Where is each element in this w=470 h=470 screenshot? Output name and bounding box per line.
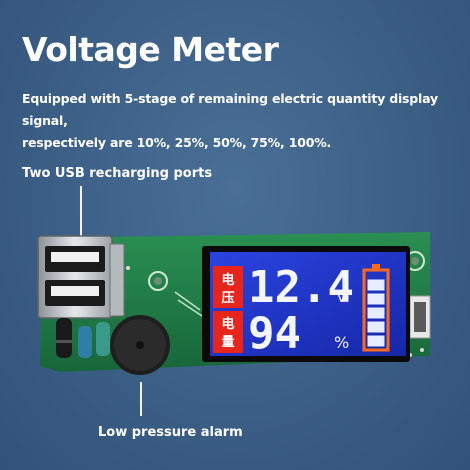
quantity-label-box	[213, 311, 243, 353]
quantity-readout: 94	[248, 308, 301, 359]
voltage-readout: 12.4	[248, 262, 354, 313]
usb-callout-line	[80, 186, 82, 236]
quantity-label-bottom: 量	[221, 335, 234, 350]
feature-description: Equipped with 5-stage of remaining elect…	[22, 88, 462, 154]
battery-bar	[367, 279, 385, 291]
battery-icon	[362, 264, 390, 352]
capacitors	[56, 318, 110, 358]
battery-bar	[367, 307, 385, 319]
alarm-callout-line	[140, 382, 142, 416]
battery-bar	[367, 321, 385, 333]
buzzer	[110, 315, 170, 375]
quantity-unit: %	[334, 333, 349, 352]
voltage-label-bottom: 压	[221, 291, 234, 306]
voltage-unit: V	[336, 287, 347, 306]
battery-bar	[367, 335, 385, 347]
quantity-label-top: 电	[221, 316, 234, 332]
alarm-callout: Low pressure alarm	[98, 425, 243, 440]
description-line-1: Equipped with 5-stage of remaining elect…	[22, 91, 438, 128]
voltage-label-box	[213, 266, 243, 308]
page-title: Voltage Meter	[22, 30, 279, 69]
battery-bar	[367, 293, 385, 305]
voltage-label-top: 电	[221, 272, 234, 288]
description-line-2: respectively are 10%, 25%, 50%, 75%, 100…	[22, 135, 332, 150]
usb-ports-callout: Two USB recharging ports	[22, 166, 213, 181]
smd-component	[409, 295, 431, 339]
usb-ports	[37, 235, 125, 319]
